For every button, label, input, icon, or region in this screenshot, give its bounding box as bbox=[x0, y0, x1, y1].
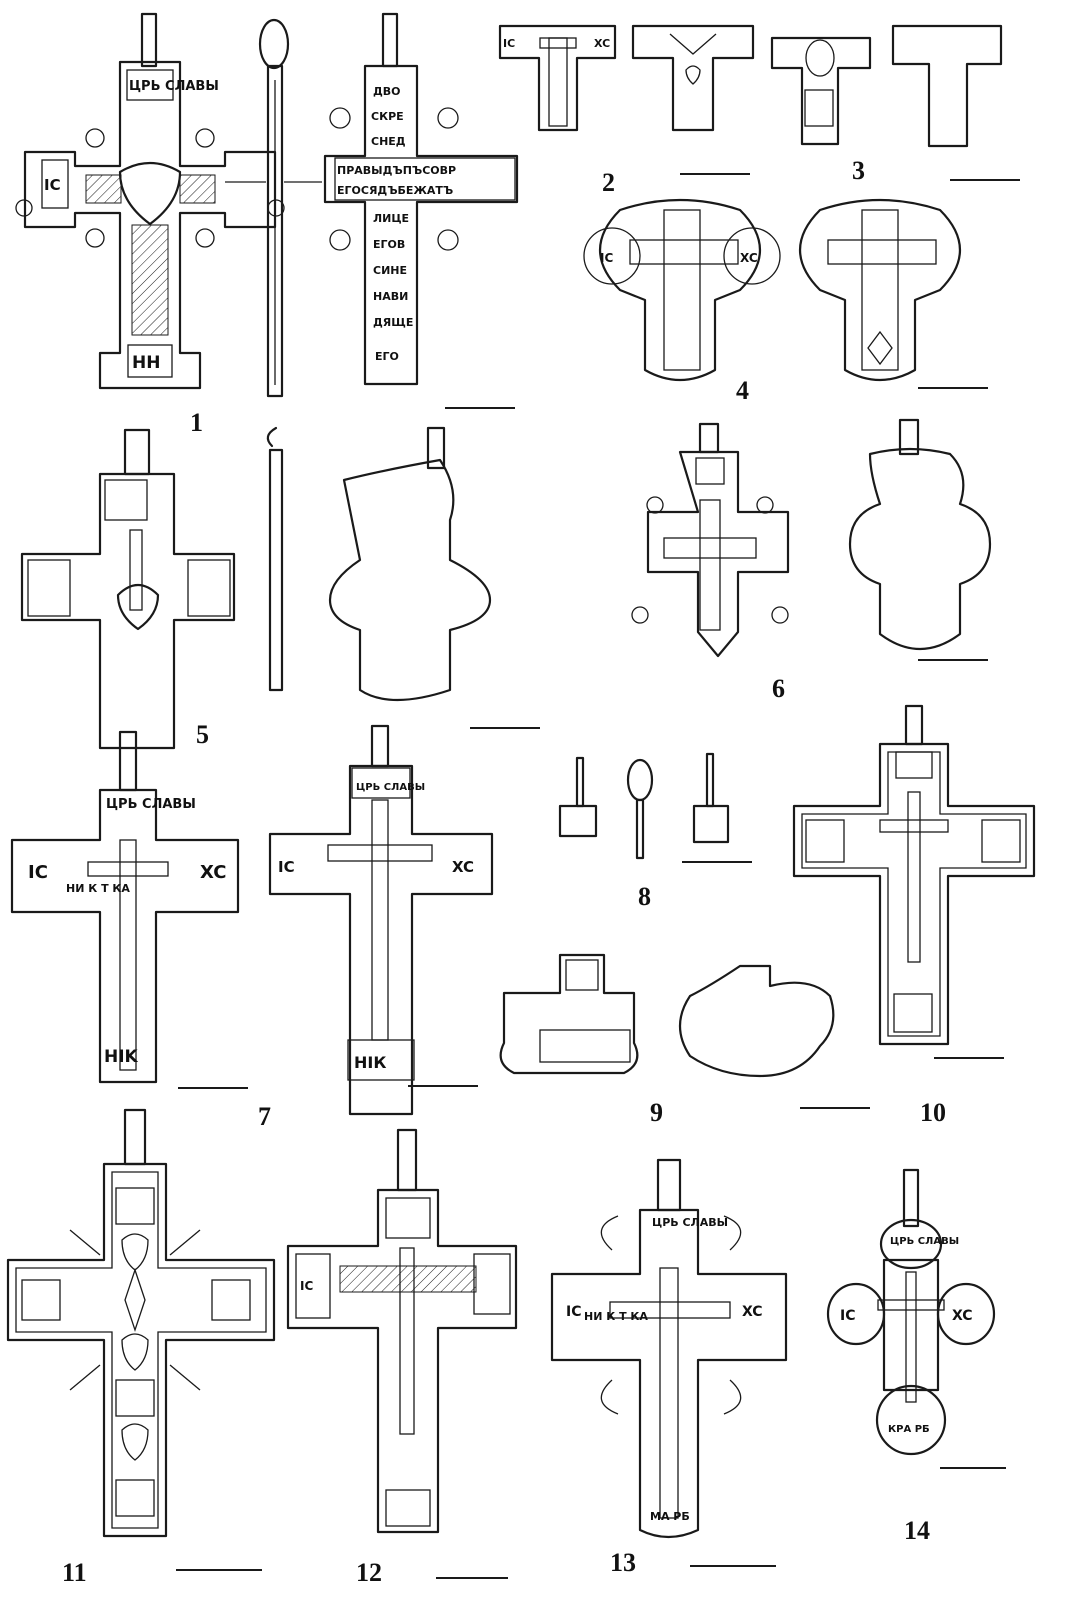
back-text-8: СИНЕ bbox=[373, 264, 407, 277]
inscription-ma-13: МА РБ bbox=[650, 1510, 690, 1523]
cross-7: ЦРЬ СЛАВЫ IC XC НИ К Т КА HIK ЦРЬ СЛАВЫ … bbox=[10, 724, 494, 1116]
back-text-4: ПРАВЫДЪПЪСОВР bbox=[337, 164, 456, 177]
cross-13: ЦРЬ СЛАВЫ IC XC НИ К Т КА МА РБ bbox=[550, 1158, 788, 1567]
cross-6 bbox=[631, 418, 992, 661]
inscription-nik-7b: НІК bbox=[354, 1053, 386, 1072]
inscription-ic-13: IC bbox=[566, 1304, 581, 1320]
cross-9 bbox=[499, 953, 870, 1109]
back-text-11: ЕГО bbox=[375, 350, 399, 363]
inscription-xc-13: XC bbox=[742, 1304, 763, 1320]
figure-number-7: 7 bbox=[258, 1102, 271, 1131]
inscription-ic-2: IC bbox=[503, 37, 515, 50]
inscription-ic-14: IC bbox=[840, 1308, 855, 1324]
figure-number-8: 8 bbox=[638, 882, 651, 911]
back-text-7: ЕГОВ bbox=[373, 238, 405, 251]
inscription-ic-7b: IC bbox=[278, 858, 295, 876]
inscription-xc-2: XC bbox=[594, 37, 610, 50]
inscription-nika-13: НИ К Т КА bbox=[584, 1310, 648, 1323]
inscription-xc-7b: XC bbox=[452, 858, 474, 876]
cross-12: IC bbox=[286, 1128, 518, 1579]
inscription-xc-7: XC bbox=[200, 862, 226, 883]
inscription-xc-14: XC bbox=[952, 1308, 973, 1324]
figure-number-4: 4 bbox=[736, 376, 749, 405]
inscription-tsr-1: ЦРЬ СЛАВЫ bbox=[129, 79, 219, 94]
back-text-10: ДЯЩЕ bbox=[373, 316, 413, 329]
figure-number-6: 6 bbox=[772, 674, 785, 703]
back-text-2: СКРЕ bbox=[371, 110, 404, 123]
inscription-nika-7: НИ К Т КА bbox=[66, 882, 130, 895]
inscription-kra-14: КРА РБ bbox=[888, 1424, 930, 1435]
back-text-1: ДВО bbox=[373, 85, 401, 98]
figure-number-13: 13 bbox=[610, 1548, 636, 1577]
inscription-ic-12: IC bbox=[300, 1279, 313, 1293]
cross-10 bbox=[792, 704, 1036, 1059]
figure-number-3: 3 bbox=[852, 156, 865, 185]
inscription-tsr-13: ЦРЬ СЛАВЫ bbox=[652, 1216, 728, 1229]
back-text-5: ЕГОСЯДЪБЕЖАТЪ bbox=[337, 184, 453, 197]
cross-8 bbox=[558, 752, 752, 863]
inscription-ic-4: IC bbox=[600, 251, 613, 265]
figure-number-1: 1 bbox=[190, 408, 203, 437]
back-text-9: НАВИ bbox=[373, 290, 408, 303]
cross-1-back: ДВО СКРЕ СНЕД ПРАВЫДЪПЪСОВР ЕГОСЯДЪБЕЖАТ… bbox=[323, 12, 519, 409]
inscription-ic-7: IC bbox=[28, 862, 48, 883]
inscription-nn-1: НН bbox=[132, 353, 160, 373]
figure-number-2: 2 bbox=[602, 168, 615, 197]
figure-number-10: 10 bbox=[920, 1098, 946, 1127]
figure-number-12: 12 bbox=[356, 1558, 382, 1587]
cross-11 bbox=[6, 1108, 276, 1571]
cross-4: IC XC bbox=[583, 198, 988, 389]
inscription-tsr-7b: ЦРЬ СЛАВЫ bbox=[356, 782, 425, 793]
inscription-xc-4: XC bbox=[740, 251, 758, 265]
cross-1-front: IC ЦРЬ СЛАВЫ НН bbox=[15, 12, 285, 390]
inscription-tsr-14: ЦРЬ СЛАВЫ bbox=[890, 1236, 959, 1247]
inscription-tsr-7: ЦРЬ СЛАВЫ bbox=[106, 797, 196, 812]
figure-number-5: 5 bbox=[196, 720, 209, 749]
inscription-ic-1: IC bbox=[44, 176, 61, 194]
cross-14: ЦРЬ СЛАВЫ IC XC КРА РБ bbox=[826, 1168, 1006, 1469]
figure-number-14: 14 bbox=[904, 1516, 930, 1545]
inscription-nik-7: HIK bbox=[104, 1047, 139, 1067]
cross-5 bbox=[20, 426, 540, 750]
back-text-3: СНЕД bbox=[371, 135, 406, 148]
cross-3 bbox=[770, 24, 1020, 181]
figure-number-9: 9 bbox=[650, 1098, 663, 1127]
cross-2: IC XC bbox=[498, 24, 755, 175]
back-text-6: ЛИЦЕ bbox=[373, 212, 409, 225]
cross-1-side bbox=[225, 18, 322, 398]
figure-number-11: 11 bbox=[62, 1558, 87, 1587]
